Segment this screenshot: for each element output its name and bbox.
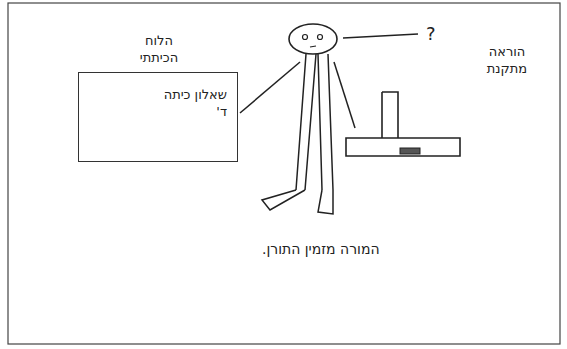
question-mark: ?	[426, 22, 436, 45]
figure-eye	[318, 35, 323, 40]
page-border	[8, 3, 560, 344]
board-heading: הלוח הכיתתי	[124, 33, 194, 67]
leader-line	[343, 34, 418, 38]
figure-arm	[334, 62, 355, 128]
board-box: הלוח הכיתתישאלון כיתה ד'	[78, 72, 238, 162]
desk-drawing	[346, 92, 460, 156]
desk-label: הוראה מתקנת	[472, 44, 542, 78]
figure-head	[289, 24, 337, 54]
caption-note: המורה מזמין התורן.	[262, 240, 380, 258]
desk-item	[400, 148, 420, 154]
figure-mouth	[310, 46, 316, 47]
figure-legs	[296, 54, 333, 190]
board-text: שאלון כיתה ד'	[157, 87, 227, 121]
figure-arm	[240, 62, 300, 113]
figure-feet	[262, 190, 333, 214]
figure-eye	[303, 35, 308, 40]
